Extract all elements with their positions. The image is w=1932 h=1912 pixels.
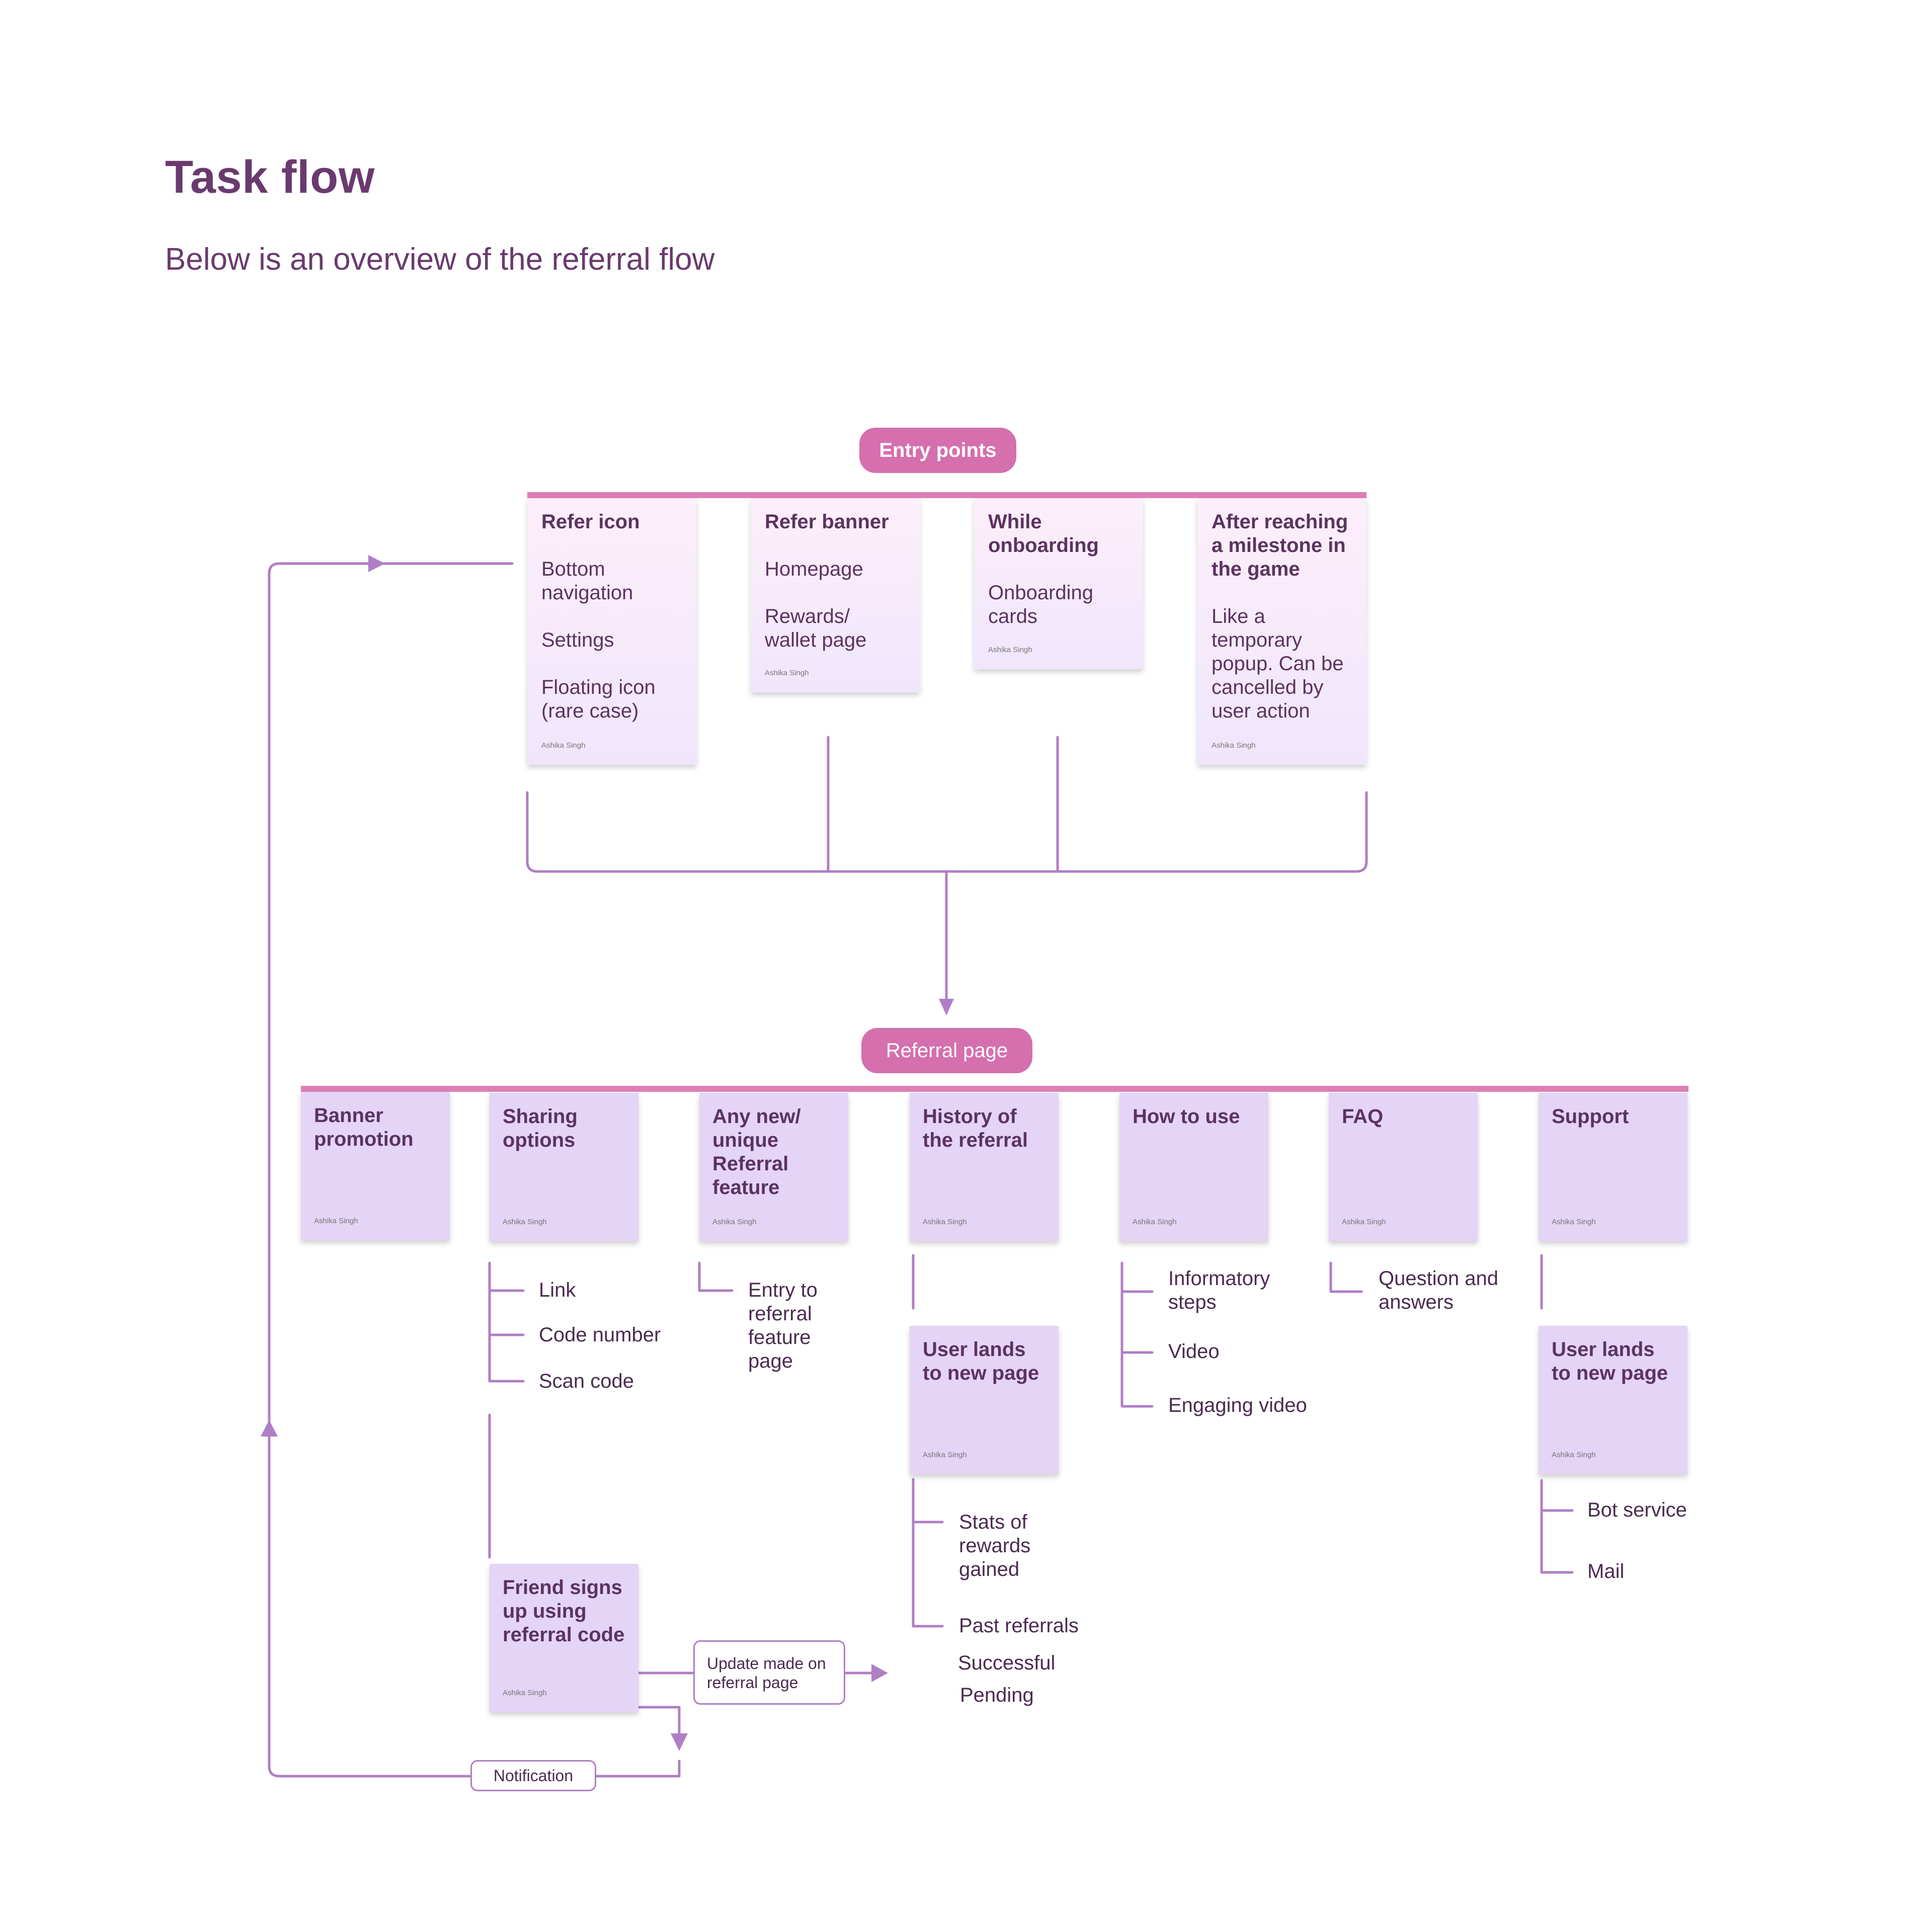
note-friend-signs-up: Friend signs up using referral code Ashi… [490, 1564, 638, 1712]
note-author: Ashika Singh [1342, 1218, 1386, 1226]
note-title: FAQ [1342, 1105, 1384, 1128]
note-author: Ashika Singh [923, 1451, 967, 1459]
note-line: Onboarding cards [988, 582, 1094, 627]
note-author: Ashika Singh [541, 741, 586, 750]
sharing-item-code-number: Code number [539, 1324, 661, 1346]
how-to-item-engaging-video: Engaging video [1168, 1394, 1307, 1416]
note-line: Settings [541, 629, 614, 651]
note-title: History of the referral [923, 1105, 1028, 1151]
note-title: After reaching a milestone in the game [1212, 511, 1348, 580]
note-line: Rewards/ wallet page [765, 605, 867, 651]
note-author: Ashika Singh [1552, 1218, 1596, 1226]
note-title: Any new/ unique Referral feature [712, 1105, 801, 1199]
history-item-past-referrals: Past referrals [959, 1615, 1079, 1637]
how-to-item-steps: Informatory steps [1168, 1267, 1270, 1313]
note-while-onboarding: While onboarding Onboarding cards Ashika… [974, 498, 1143, 669]
note-title: Refer banner [765, 511, 889, 533]
faq-item: Question and answers [1379, 1267, 1498, 1313]
note-title: Refer icon [541, 511, 640, 533]
note-author: Ashika Singh [1212, 741, 1256, 750]
support-item-mail: Mail [1587, 1560, 1625, 1582]
note-title: How to use [1133, 1105, 1240, 1128]
sharing-item-scan-code: Scan code [539, 1370, 634, 1392]
note-refer-icon: Refer icon Bottom navigation Settings Fl… [527, 498, 696, 765]
history-item-stats: Stats of rewards gained [959, 1511, 1031, 1580]
note-sharing-options: Sharing options Ashika Singh [490, 1093, 638, 1241]
note-title: Sharing options [503, 1105, 578, 1151]
note-line: Bottom navigation [541, 558, 633, 604]
note-title: User lands to new page [1552, 1338, 1668, 1384]
notification-label: Notification [470, 1760, 596, 1791]
note-author: Ashika Singh [503, 1689, 547, 1697]
note-faq: FAQ Ashika Singh [1329, 1093, 1478, 1241]
feature-item: Entry to referral feature page [748, 1279, 818, 1372]
note-support-new-page: User lands to new page Ashika Singh [1539, 1326, 1687, 1474]
page-subtitle: Below is an overview of the referral flo… [165, 242, 715, 277]
note-author: Ashika Singh [923, 1218, 967, 1226]
note-history-new-page: User lands to new page Ashika Singh [910, 1326, 1059, 1474]
note-title: Banner promotion [314, 1104, 414, 1150]
page-title: Task flow [165, 151, 375, 203]
note-author: Ashika Singh [712, 1218, 757, 1226]
referral-page-label: Referral page [861, 1028, 1032, 1073]
note-title: User lands to new page [923, 1338, 1039, 1384]
note-line: Like a temporary popup. Can be cancelled… [1212, 605, 1344, 722]
note-author: Ashika Singh [1552, 1451, 1596, 1459]
history-item-pending: Pending [960, 1684, 1034, 1706]
entry-points-divider [527, 492, 1366, 498]
note-how-to-use: How to use Ashika Singh [1119, 1093, 1268, 1241]
note-author: Ashika Singh [988, 646, 1032, 654]
note-line: Floating icon (rare case) [541, 676, 656, 722]
note-support: Support Ashika Singh [1539, 1093, 1687, 1241]
note-author: Ashika Singh [765, 669, 809, 677]
referral-page-divider [301, 1086, 1688, 1092]
history-item-successful: Successful [958, 1652, 1056, 1674]
note-referral-feature: Any new/ unique Referral feature Ashika … [699, 1093, 848, 1241]
note-author: Ashika Singh [314, 1217, 358, 1225]
note-title: Friend signs up using referral code [503, 1576, 625, 1646]
support-item-bot-service: Bot service [1587, 1499, 1687, 1521]
how-to-item-video: Video [1168, 1340, 1220, 1363]
note-milestone: After reaching a milestone in the game L… [1197, 498, 1366, 765]
note-author: Ashika Singh [503, 1218, 547, 1226]
note-history: History of the referral Ashika Singh [910, 1093, 1059, 1241]
entry-points-label: Entry points [859, 428, 1016, 473]
note-title: Support [1552, 1105, 1629, 1128]
sharing-item-link: Link [539, 1279, 576, 1301]
note-title: While onboarding [988, 511, 1099, 556]
note-refer-banner: Refer banner Homepage Rewards/ wallet pa… [751, 498, 920, 692]
note-line: Homepage [765, 558, 863, 580]
note-banner-promotion: Banner promotion Ashika Singh [301, 1092, 450, 1240]
update-label: Update made on referral page [693, 1640, 845, 1705]
note-author: Ashika Singh [1133, 1218, 1177, 1226]
